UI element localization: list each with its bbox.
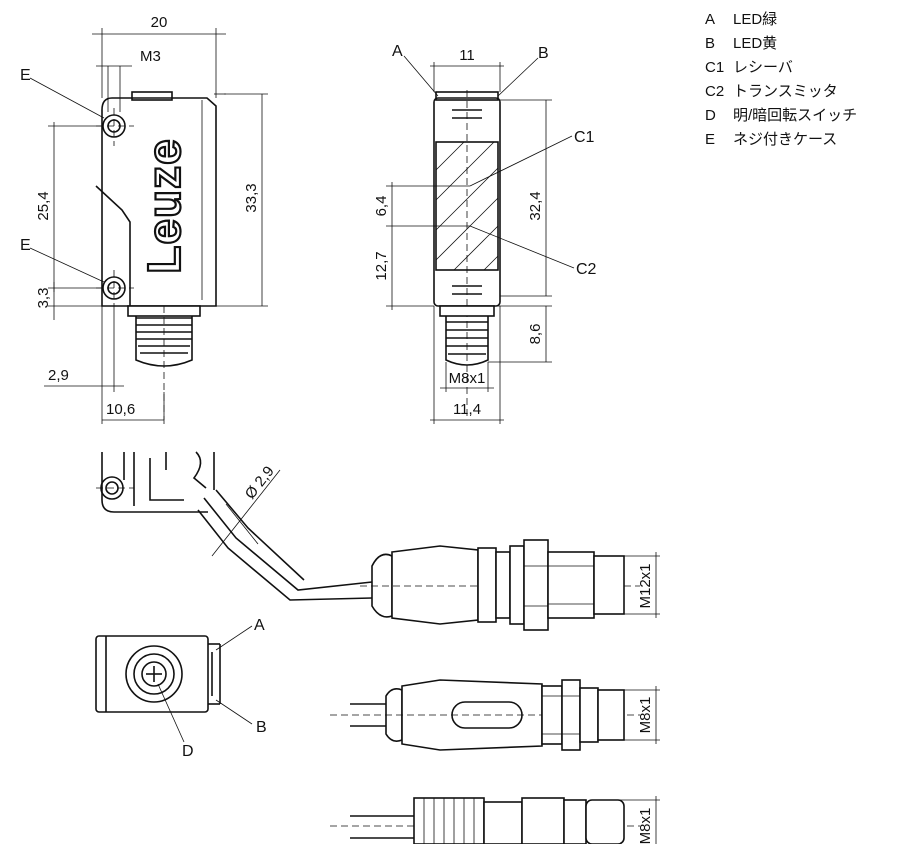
rotary-switch xyxy=(141,661,167,687)
side-connector-flange xyxy=(439,305,495,317)
front-view: Leuze 20 M3 E E 33,3 2 xyxy=(20,14,268,424)
m12-connector xyxy=(360,539,660,631)
callout-d: D xyxy=(182,743,194,760)
side-view: A B 11 C1 C2 32,4 6,4 12,7 8,6 M8x1 xyxy=(373,43,597,424)
housing-recess xyxy=(95,185,131,306)
callout-a-bottom: A xyxy=(254,617,265,634)
legend-item: B LED黄 xyxy=(705,32,895,56)
side-connector-thread xyxy=(445,316,489,366)
logo-fragment xyxy=(149,458,184,501)
legend-key: C1 xyxy=(705,59,725,76)
legend-key: D xyxy=(705,107,716,124)
callout-b-top: B xyxy=(538,45,549,62)
m8-connector-b xyxy=(330,796,660,844)
dim-hole-side: 2,9 xyxy=(48,367,69,384)
dim-hole-spacing: 25,4 xyxy=(35,191,52,220)
dim-width-side: 11 xyxy=(459,47,475,64)
cable-upper-edge xyxy=(203,497,373,591)
cable-detail-view: Ø 2,9 M12x1 xyxy=(96,451,660,631)
legend-item: D 明/暗回転スイッチ xyxy=(705,104,895,128)
dim-hole-bottom: 3,3 xyxy=(35,288,52,309)
leader-line xyxy=(469,225,575,269)
m8-b-grip xyxy=(413,797,485,844)
legend-text: トランスミッタ xyxy=(733,83,838,100)
dim-connector-thread: M8x1 xyxy=(449,370,486,387)
legend-key: A xyxy=(705,11,716,28)
legend-key: E xyxy=(705,131,716,148)
leader-line xyxy=(215,625,253,651)
cable-lower-edge xyxy=(197,509,373,601)
dim-m8-thread-a: M8x1 xyxy=(637,697,654,734)
bottom-view: A B D xyxy=(95,617,267,760)
legend-text: 明/暗回転スイッチ xyxy=(733,107,858,124)
m8-connector-a xyxy=(330,679,660,751)
dim-base-width: 11,4 xyxy=(453,401,481,418)
optics-hatching xyxy=(435,141,499,271)
legend-item: C2 トランスミッタ xyxy=(705,80,895,104)
legend-key: C2 xyxy=(705,83,725,100)
dim-connector-length: 8,6 xyxy=(527,324,544,345)
logo-fragment xyxy=(165,451,207,489)
legend-text: ネジ付きケース xyxy=(733,131,838,148)
legend-text: レシーバ xyxy=(733,59,793,76)
legend-item: A LED緑 xyxy=(705,8,895,32)
callout-a-top: A xyxy=(392,43,403,60)
housing-partial-outline xyxy=(101,452,208,513)
cable-edge xyxy=(215,489,305,581)
dim-cable-diameter: Ø 2,9 xyxy=(242,463,278,502)
dim-connector-offset: 10,6 xyxy=(106,401,135,418)
logo-text: Leuze xyxy=(138,138,190,273)
leader-line xyxy=(469,135,573,187)
switch-ring-inner xyxy=(133,653,175,695)
dim-height-side: 32,4 xyxy=(527,191,544,220)
callout-e-bottom: E xyxy=(20,237,31,254)
dim-m8-thread-b: M8x1 xyxy=(637,808,654,844)
leader-line xyxy=(29,247,105,283)
legend-text: LED緑 xyxy=(733,11,778,28)
legend-item: E ネジ付きケース xyxy=(705,128,895,152)
callout-e-top: E xyxy=(20,67,31,84)
leader-line xyxy=(215,699,253,725)
dim-thread-m3: M3 xyxy=(140,48,161,65)
dimension-line xyxy=(211,469,281,557)
callout-c1: C1 xyxy=(574,129,595,146)
dim-optics-lower: 12,7 xyxy=(373,251,390,280)
legend: A LED緑 B LED黄 C1 レシーバ C2 トランスミッタ D 明/暗回転スイッチ E ネジ付き… xyxy=(705,8,895,152)
switch-ring-outer xyxy=(125,645,183,703)
legend-item: C1 レシーバ xyxy=(705,56,895,80)
leader-line xyxy=(497,57,539,97)
leader-line xyxy=(403,55,439,97)
callout-b-bottom: B xyxy=(256,719,267,736)
dim-m12-thread: M12x1 xyxy=(637,563,654,608)
leader-line xyxy=(157,683,185,743)
legend-key: B xyxy=(705,35,716,52)
legend-text: LED黄 xyxy=(733,35,778,52)
dim-optics-upper: 6,4 xyxy=(373,196,390,217)
leader-line xyxy=(29,77,105,119)
top-led-window xyxy=(131,91,173,101)
cable-edge xyxy=(225,503,259,545)
dim-height-front: 33,3 xyxy=(243,183,260,212)
dim-width-front: 20 xyxy=(151,14,168,31)
callout-c2: C2 xyxy=(576,261,597,278)
brand-logo: Leuze xyxy=(137,137,191,275)
